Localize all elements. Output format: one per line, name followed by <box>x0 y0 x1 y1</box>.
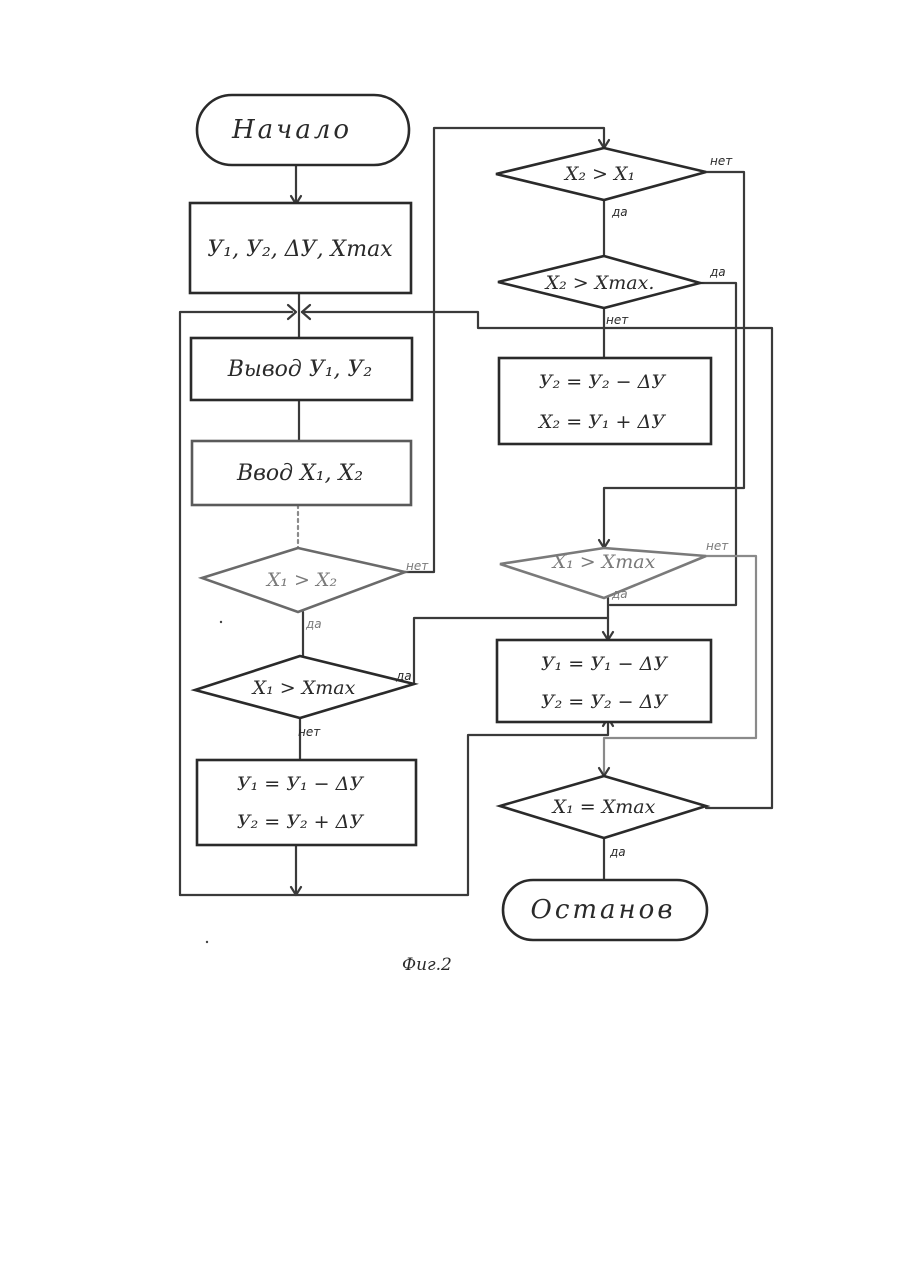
calc-left-line1: У₁ = У₁ − ΔУ <box>237 773 364 795</box>
output-block: Вывод У₁, У₂ <box>191 338 412 400</box>
label-mid-no: нет <box>706 539 729 553</box>
init-block: У₁, У₂, ΔУ, Xmax <box>190 203 411 293</box>
calc-right-line1: У₂ = У₂ − ΔУ <box>539 371 666 393</box>
decision-x1-gt-xmax: X₁ > Xmax <box>195 656 414 718</box>
label-mid-yes: да <box>611 587 628 601</box>
stop-terminal: Останов <box>503 880 707 940</box>
input-block: Ввод X₁, X₂ <box>192 441 411 505</box>
decision-x2-gt-xmax: X₂ > Xmax. <box>498 256 700 308</box>
label-x1x2-yes: да <box>305 617 322 631</box>
stop-label: Останов <box>531 895 676 925</box>
decision-x2-gt-x1-label: X₂ > X₁ <box>563 163 635 185</box>
decision-x1-gt-xmax-label: X₁ > Xmax <box>251 677 356 699</box>
calc-right-block: У₂ = У₂ − ΔУ X₂ = У₁ + ΔУ <box>499 358 711 444</box>
input-label: Ввод X₁, X₂ <box>236 461 363 486</box>
label-x2xmax-no: нет <box>606 313 629 327</box>
label-final-yes: да <box>609 845 626 859</box>
label-x1x2-no: нет <box>406 559 429 573</box>
label-x2x1-no: нет <box>710 154 733 168</box>
calc-left-line2: У₂ = У₂ + ΔУ <box>237 811 364 833</box>
label-x1xmax-yes: да <box>395 669 412 683</box>
decision-x1-gt-x2-label: X₁ > X₂ <box>265 569 337 591</box>
decision-x2-gt-x1: X₂ > X₁ <box>496 148 706 200</box>
start-label: Начало <box>231 115 352 145</box>
decision-x2-gt-xmax-label: X₂ > Xmax. <box>544 272 655 294</box>
decision-x1-eq-xmax: X₁ = Xmax <box>500 776 706 838</box>
connector-x1x2-no <box>405 128 604 572</box>
calc-mid-block: У₁ = У₁ − ΔУ У₂ = У₂ − ΔУ <box>497 640 711 722</box>
decision-x1-gt-xmax-2-label: X₁ > Xmax <box>551 551 656 573</box>
calc-left-block: У₁ = У₁ − ΔУ У₂ = У₂ + ΔУ <box>197 760 416 845</box>
scan-speck <box>206 941 208 943</box>
calc-right-line2: X₂ = У₁ + ΔУ <box>537 411 666 433</box>
label-x1xmax-no: нет <box>298 725 321 739</box>
decision-x1-eq-xmax-label: X₁ = Xmax <box>551 796 656 818</box>
output-label: Вывод У₁, У₂ <box>227 357 373 382</box>
decision-x1-gt-xmax-2: X₁ > Xmax <box>500 548 706 598</box>
start-terminal: Начало <box>197 95 409 165</box>
decision-x1-gt-x2: X₁ > X₂ <box>202 548 405 612</box>
calc-mid-line2: У₂ = У₂ − ΔУ <box>541 691 668 713</box>
calc-mid-line1: У₁ = У₁ − ΔУ <box>541 653 668 675</box>
scan-speck <box>220 621 222 623</box>
label-x2xmax-yes: да <box>709 265 726 279</box>
label-x2x1-yes: да <box>611 205 628 219</box>
init-label: У₁, У₂, ΔУ, Xmax <box>207 237 393 262</box>
figure-caption: Фиг.2 <box>402 955 452 975</box>
